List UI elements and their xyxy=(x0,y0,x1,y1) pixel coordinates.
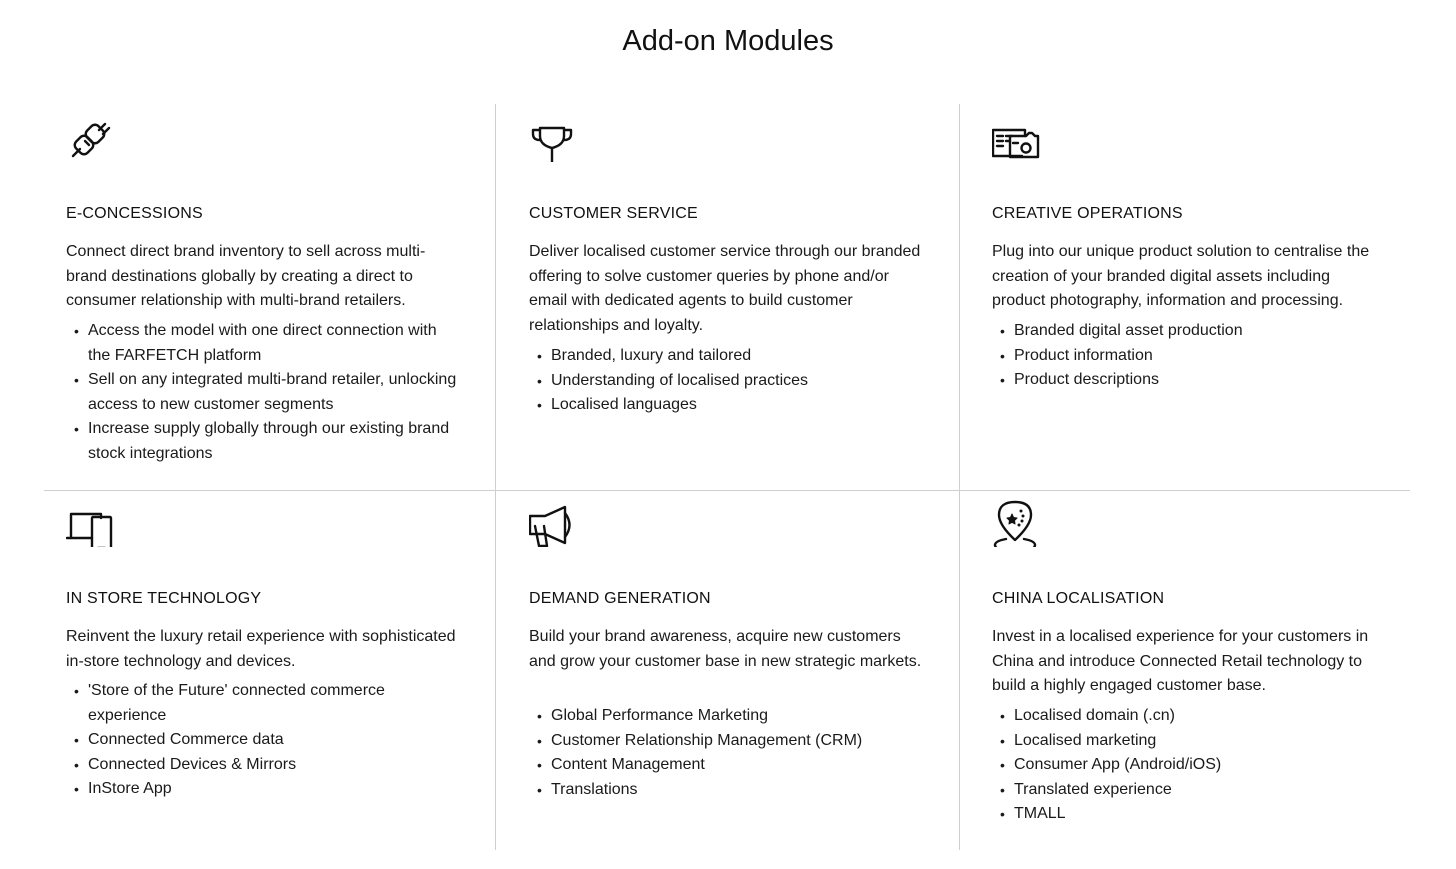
module-description: Deliver localised customer service throu… xyxy=(529,243,921,334)
module-description: Connect direct brand inventory to sell a… xyxy=(66,243,426,310)
list-item: Product descriptions xyxy=(1000,368,1389,393)
list-item: Access the model with one direct connect… xyxy=(74,319,463,368)
list-item: Translated experience xyxy=(1000,778,1389,803)
column-divider-2 xyxy=(959,104,960,850)
list-item: Localised marketing xyxy=(1000,729,1389,754)
feature-list: Branded digital asset production Product… xyxy=(992,319,1389,393)
list-item: 'Store of the Future' connected commerce… xyxy=(74,679,463,728)
trophy-icon xyxy=(529,112,579,162)
china-map-pin-icon xyxy=(992,497,1042,547)
module-title: CREATIVE OPERATIONS xyxy=(992,205,1183,222)
column-divider-1 xyxy=(495,104,496,850)
module-description: Invest in a localised experience for you… xyxy=(992,628,1369,695)
list-item: Consumer App (Android/iOS) xyxy=(1000,753,1389,778)
module-title: E-CONCESSIONS xyxy=(66,205,203,222)
module-description: Plug into our unique product solution to… xyxy=(992,243,1370,310)
module-description: Build your brand awareness, acquire new … xyxy=(529,628,922,670)
feature-list: Access the model with one direct connect… xyxy=(66,319,463,467)
list-item: Product information xyxy=(1000,344,1389,369)
list-item: Connected Devices & Mirrors xyxy=(74,753,463,778)
camera-document-icon xyxy=(992,112,1042,162)
page-title: Add-on Modules xyxy=(622,25,834,57)
module-title: DEMAND GENERATION xyxy=(529,590,711,607)
list-item: Understanding of localised practices xyxy=(537,369,926,394)
module-description: Reinvent the luxury retail experience wi… xyxy=(66,628,456,670)
module-title: CHINA LOCALISATION xyxy=(992,590,1165,607)
megaphone-icon xyxy=(529,497,579,547)
list-item: Branded, luxury and tailored xyxy=(537,344,926,369)
list-item: Connected Commerce data xyxy=(74,728,463,753)
list-item: Localised languages xyxy=(537,393,926,418)
list-item: Customer Relationship Management (CRM) xyxy=(537,729,926,754)
list-item: InStore App xyxy=(74,777,463,802)
feature-list: Localised domain (.cn) Localised marketi… xyxy=(992,704,1389,827)
list-item: Sell on any integrated multi-brand retai… xyxy=(74,368,463,417)
module-title: IN STORE TECHNOLOGY xyxy=(66,590,262,607)
feature-list: Global Performance Marketing Customer Re… xyxy=(529,704,926,802)
module-title: CUSTOMER SERVICE xyxy=(529,205,698,222)
feature-list: 'Store of the Future' connected commerce… xyxy=(66,679,463,802)
list-item: Branded digital asset production xyxy=(1000,319,1389,344)
list-item: Translations xyxy=(537,778,926,803)
list-item: Global Performance Marketing xyxy=(537,704,926,729)
list-item: Content Management xyxy=(537,753,926,778)
row-divider xyxy=(44,490,1410,491)
list-item: Increase supply globally through our exi… xyxy=(74,417,463,466)
list-item: Localised domain (.cn) xyxy=(1000,704,1389,729)
devices-icon xyxy=(66,497,116,547)
plug-icon xyxy=(66,112,116,162)
list-item: TMALL xyxy=(1000,802,1389,827)
feature-list: Branded, luxury and tailored Understandi… xyxy=(529,344,926,418)
